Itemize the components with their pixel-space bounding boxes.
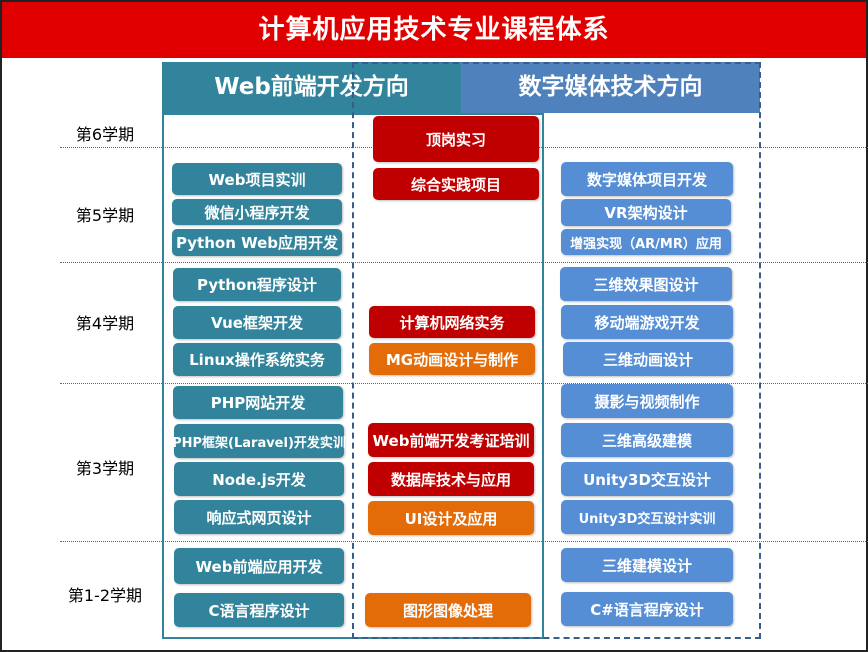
semester-label: 第5学期 — [75, 206, 135, 225]
media-direction-frame — [352, 62, 761, 639]
header-web-direction: Web前端开发方向 — [162, 62, 461, 113]
course-box: Web前端开发考证培训 — [368, 423, 534, 457]
course-box: 数字媒体项目开发 — [561, 162, 733, 196]
course-box: C语言程序设计 — [174, 593, 344, 627]
course-box: Python Web应用开发 — [172, 229, 342, 256]
course-box: Unity3D交互设计实训 — [561, 500, 733, 534]
course-box: 微信小程序开发 — [172, 199, 342, 225]
course-box: 综合实践项目 — [373, 168, 539, 200]
course-box: Linux操作系统实务 — [173, 343, 341, 376]
semester-divider — [60, 262, 868, 263]
course-box: Vue框架开发 — [173, 306, 341, 339]
semester-label: 第3学期 — [75, 459, 135, 478]
course-box: Node.js开发 — [174, 462, 344, 496]
course-box: Unity3D交互设计 — [561, 462, 733, 496]
course-box: PHP网站开发 — [173, 386, 343, 419]
course-box: Web项目实训 — [172, 163, 342, 195]
course-box: 三维动画设计 — [563, 342, 733, 376]
course-box: MG动画设计与制作 — [369, 343, 535, 375]
course-box: 响应式网页设计 — [174, 500, 344, 534]
course-box: 顶岗实习 — [373, 116, 539, 162]
course-box: C#语言程序设计 — [561, 592, 733, 626]
semester-divider — [60, 383, 868, 384]
course-box: 三维高级建模 — [561, 423, 733, 457]
course-box: 移动端游戏开发 — [561, 305, 733, 339]
course-box: UI设计及应用 — [368, 501, 534, 535]
semester-label: 第6学期 — [75, 125, 135, 144]
course-box: PHP框架(Laravel)开发实训 — [172, 424, 346, 458]
course-box: Web前端应用开发 — [174, 548, 344, 584]
course-box: 计算机网络实务 — [369, 306, 535, 338]
header-media-direction: 数字媒体技术方向 — [461, 62, 760, 113]
course-box: 三维建模设计 — [561, 548, 733, 582]
course-box: 三维效果图设计 — [560, 267, 732, 301]
course-box: 数据库技术与应用 — [368, 462, 534, 496]
course-box: 摄影与视频制作 — [561, 384, 733, 418]
course-box: 增强实现（AR/MR）应用 — [561, 229, 731, 255]
semester-divider — [60, 541, 868, 542]
semester-label: 第1-2学期 — [67, 586, 143, 605]
course-box: VR架构设计 — [561, 199, 731, 226]
course-box: 图形图像处理 — [365, 593, 531, 627]
course-box: Python程序设计 — [173, 268, 341, 301]
page-title: 计算机应用技术专业课程体系 — [2, 2, 866, 58]
semester-label: 第4学期 — [75, 314, 135, 333]
